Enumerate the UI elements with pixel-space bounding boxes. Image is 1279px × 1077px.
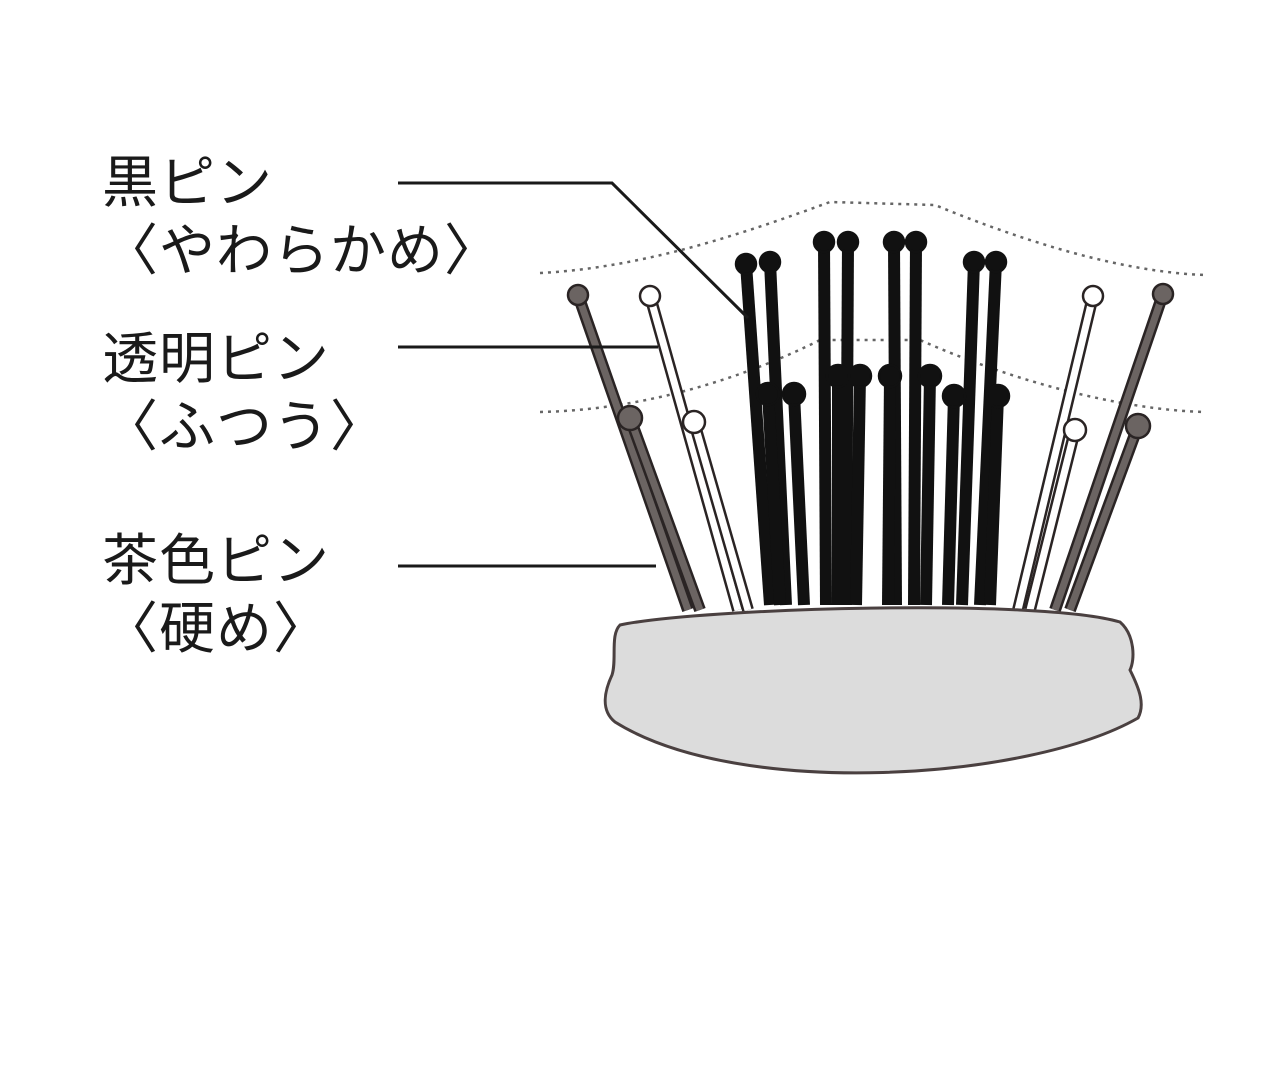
black-pin-15: [974, 250, 1008, 606]
black-pin-23: [984, 383, 1011, 606]
black-pin-softness: 〈やわらかめ〉: [102, 219, 501, 284]
black-pin-8: [734, 252, 776, 606]
black-pin-10: [812, 230, 836, 606]
brush-base: [603, 606, 1143, 775]
black-pin-17: [781, 381, 810, 606]
brown-pin-0: [566, 283, 694, 612]
brown-pin-name: 茶色ピン: [102, 529, 330, 594]
black-pin-19: [847, 363, 873, 606]
clear-pin-softness: 〈ふつう〉: [102, 395, 387, 460]
clear-pin-4: [638, 284, 744, 612]
brown-pin-1: [616, 404, 706, 613]
black-pin-9: [758, 250, 792, 606]
black-pin-21: [917, 363, 943, 606]
black-pin-11: [836, 230, 860, 606]
black-pin-20: [877, 363, 903, 606]
clear-pin-5: [681, 409, 754, 612]
clear-pin-7: [1024, 417, 1088, 612]
inner-pin-height-outline: [539, 338, 1206, 414]
black-pin-16: [755, 381, 786, 606]
clear-pin-6: [1012, 284, 1105, 612]
black-pin-13: [904, 230, 928, 606]
black-pin-14: [956, 250, 986, 606]
label-clear-pin: 透明ピン 〈ふつう〉: [102, 326, 387, 462]
black-pin-22: [941, 383, 967, 606]
clear-pin-name: 透明ピン: [102, 327, 330, 392]
brown-pin-softness: 〈硬め〉: [102, 597, 330, 662]
black-pin-18: [825, 363, 851, 605]
brown-pin-2: [1049, 282, 1175, 612]
leader-line-black-pin: [398, 181, 750, 320]
label-black-pin: 黒ピン 〈やわらかめ〉: [102, 150, 501, 286]
label-brown-pin: 茶色ピン 〈硬め〉: [102, 528, 330, 664]
pin-group: [566, 230, 1175, 613]
black-pin-name: 黒ピン: [102, 151, 273, 216]
outer-pin-height-outline: [539, 200, 1206, 277]
brown-pin-3: [1064, 412, 1152, 613]
